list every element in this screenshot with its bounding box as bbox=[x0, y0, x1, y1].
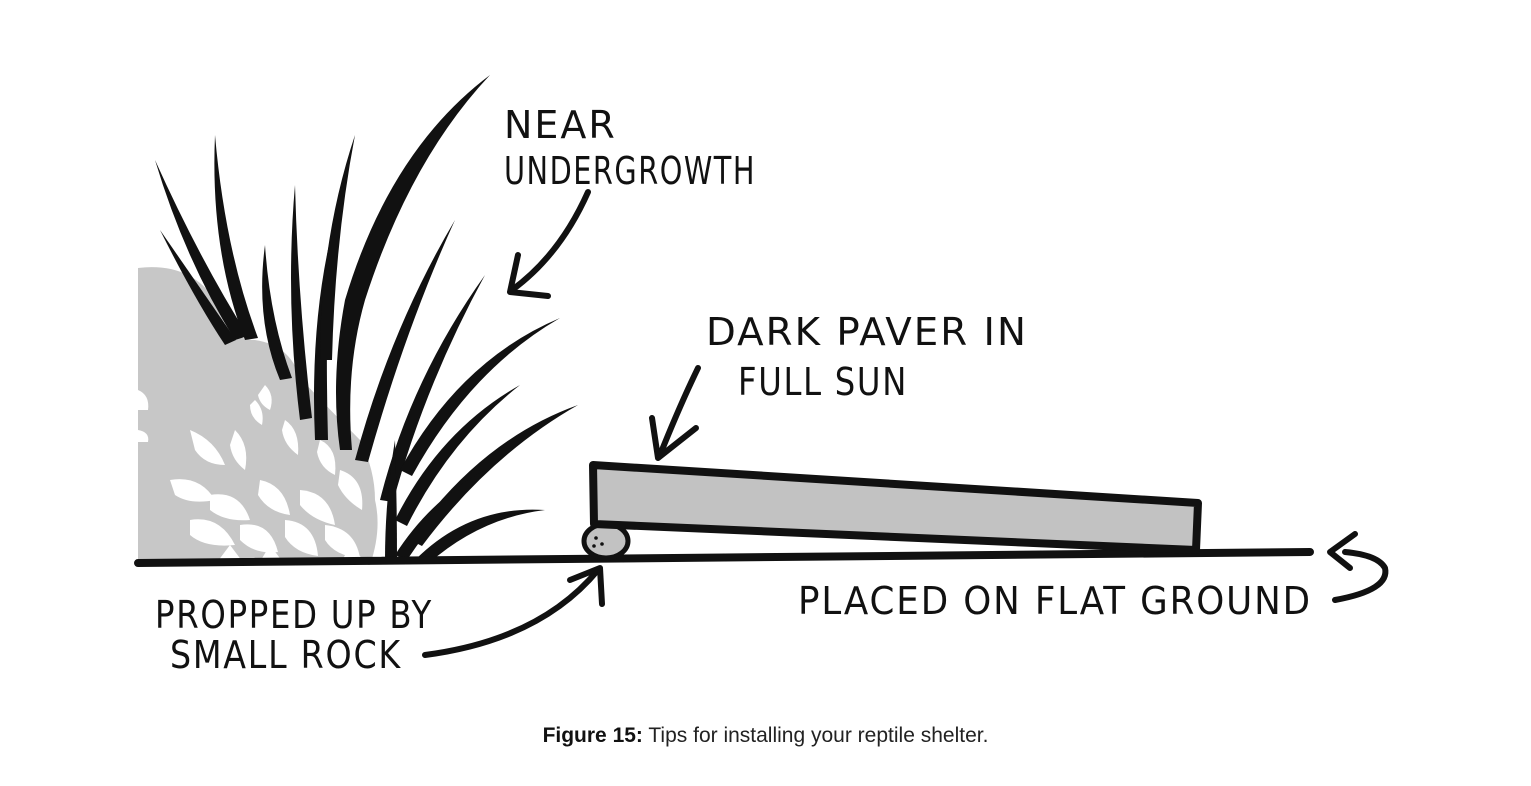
arrow-to-paver bbox=[657, 365, 701, 458]
label-undergrowth-line2: UNDERGROWTH bbox=[504, 149, 756, 193]
arrow-to-undergrowth bbox=[509, 189, 591, 293]
label-rock-line2: SMALL ROCK bbox=[170, 633, 402, 677]
ground-line bbox=[134, 548, 1314, 567]
white-plant bbox=[138, 385, 368, 565]
label-paver-line2: FULL SUN bbox=[738, 360, 908, 404]
label-paver-line1: DARK PAVER IN bbox=[706, 310, 1028, 354]
reptile-shelter-illustration: NEAR UNDERGROWTH DARK PAVER IN FULL SUN … bbox=[134, 75, 1389, 677]
label-undergrowth-line1: NEAR bbox=[504, 103, 617, 147]
label-rock-line1: PROPPED UP BY bbox=[155, 593, 433, 637]
grass-blades bbox=[155, 75, 578, 564]
figure-caption-text: Tips for installing your reptile shelter… bbox=[642, 724, 989, 747]
label-ground: PLACED ON FLAT GROUND bbox=[798, 579, 1312, 623]
arrow-to-rock bbox=[422, 567, 601, 658]
bush bbox=[138, 267, 378, 565]
figure-caption: Figure 15: Tips for installing your rept… bbox=[0, 724, 1531, 748]
figure-number: Figure 15: bbox=[542, 724, 643, 747]
curved-arrow-ground bbox=[1332, 549, 1389, 603]
dark-paver bbox=[589, 461, 1202, 554]
arrows bbox=[422, 189, 1389, 658]
